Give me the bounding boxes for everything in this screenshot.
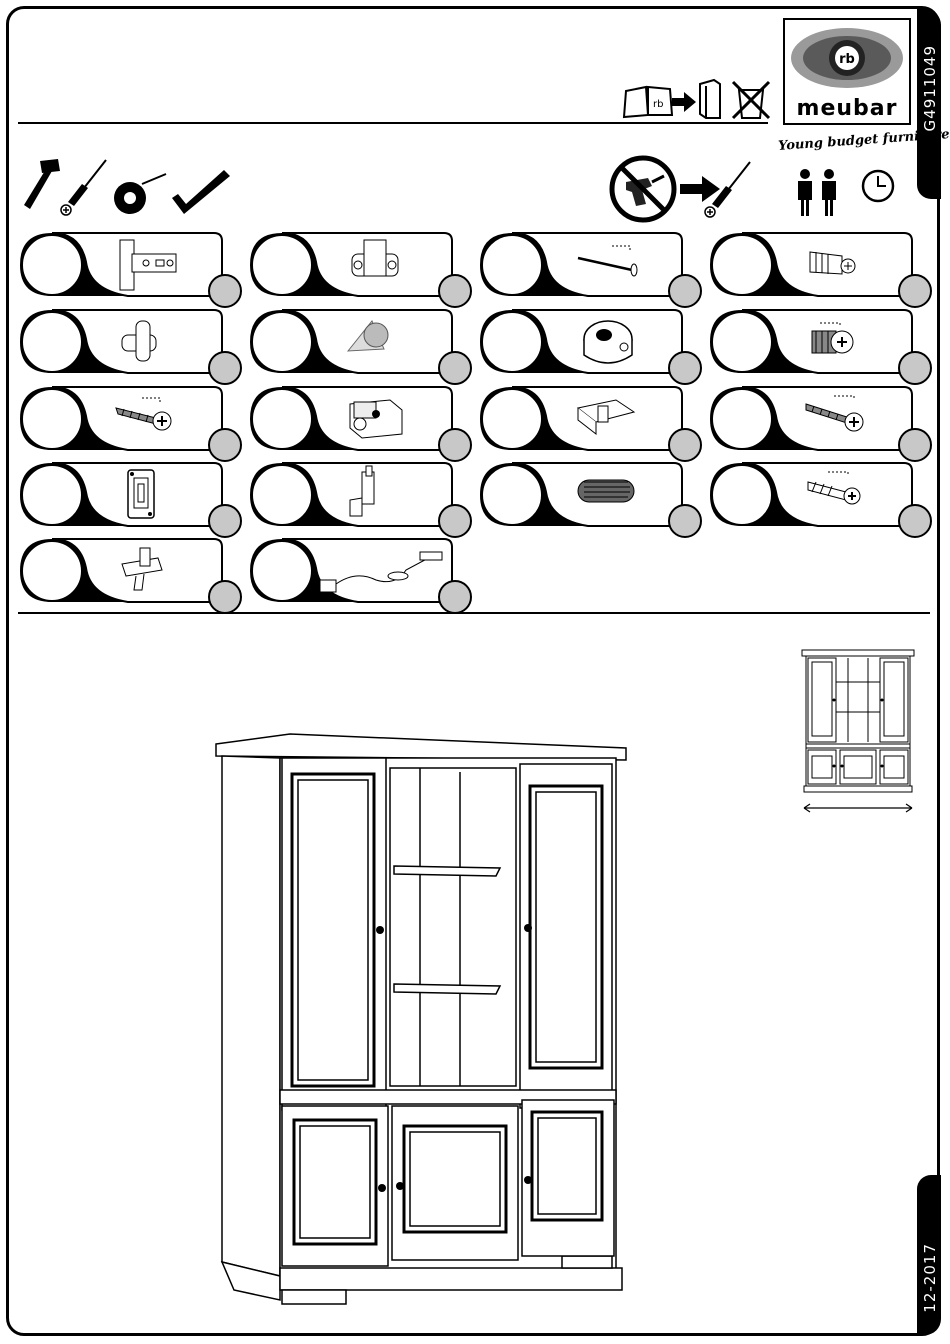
fitting-tile bbox=[248, 538, 454, 608]
quantity-badge bbox=[208, 428, 242, 462]
quantity-badge bbox=[668, 274, 702, 308]
manual-book-icon: rb bbox=[622, 85, 674, 119]
quantity-badge bbox=[668, 428, 702, 462]
quantity-badge bbox=[898, 274, 932, 308]
hanging-bracket-icon bbox=[572, 388, 644, 448]
led-light-kit-icon bbox=[316, 540, 446, 600]
binder-icon bbox=[698, 78, 722, 120]
quantity-badge bbox=[438, 580, 472, 614]
no-bin-icon bbox=[731, 80, 771, 120]
fitting-tile bbox=[18, 538, 224, 608]
fitting-tile bbox=[18, 309, 224, 379]
magnetic-catch-icon bbox=[112, 464, 184, 524]
fitting-tile bbox=[708, 386, 914, 456]
parts-rule bbox=[18, 612, 930, 614]
glass-shelf-clip-icon bbox=[112, 540, 184, 600]
fitting-tile bbox=[708, 309, 914, 379]
wooden-dowel-icon bbox=[572, 464, 644, 524]
brand-logo: rb meubar bbox=[783, 18, 911, 125]
plastic-anchor-icon bbox=[802, 234, 874, 294]
wood-screw-icon bbox=[112, 388, 184, 448]
document-code: G4911049 bbox=[921, 45, 939, 131]
hinge-plate-icon bbox=[342, 234, 414, 294]
no-power-drill-icon bbox=[608, 154, 678, 224]
cabinet-front-thumbnail bbox=[800, 648, 918, 818]
quantity-badge bbox=[668, 504, 702, 538]
nail-icon bbox=[572, 234, 644, 294]
cabinet-illustration bbox=[210, 728, 635, 1310]
wooden-dowel-connector-icon bbox=[112, 311, 184, 371]
quantity-badge bbox=[668, 351, 702, 385]
long-screw-icon bbox=[802, 388, 874, 448]
corner-block-icon bbox=[342, 388, 414, 448]
code-tab: G4911049 bbox=[917, 9, 941, 199]
fitting-tile bbox=[18, 232, 224, 302]
date-tab: 12-2017 bbox=[917, 1175, 941, 1335]
cup-hinge-icon bbox=[112, 234, 184, 294]
fitting-tile bbox=[708, 232, 914, 302]
quantity-badge bbox=[438, 504, 472, 538]
svg-text:rb: rb bbox=[653, 99, 663, 110]
fitting-tile bbox=[478, 386, 684, 456]
fitting-tile bbox=[708, 462, 914, 532]
cam-lock-icon bbox=[572, 311, 644, 371]
quantity-badge bbox=[438, 351, 472, 385]
logo-mark: rb bbox=[839, 52, 855, 67]
euro-screw-icon bbox=[802, 464, 874, 524]
fitting-tile bbox=[248, 232, 454, 302]
arrow-right-icon bbox=[672, 92, 696, 112]
quantity-badge bbox=[438, 274, 472, 308]
document-date: 12-2017 bbox=[921, 1243, 939, 1313]
screwdriver-icon bbox=[704, 160, 754, 220]
fitting-tile bbox=[248, 309, 454, 379]
square-ruler-icon bbox=[170, 168, 232, 218]
shelf-support-icon bbox=[342, 464, 414, 524]
quantity-badge bbox=[438, 428, 472, 462]
felt-pads-icon bbox=[342, 311, 414, 371]
quantity-badge bbox=[208, 351, 242, 385]
two-persons-icon bbox=[793, 168, 843, 218]
header-rule bbox=[18, 122, 768, 124]
screwdriver-icon bbox=[60, 158, 110, 218]
quantity-badge bbox=[208, 274, 242, 308]
quantity-badge bbox=[898, 351, 932, 385]
tape-measure-icon bbox=[110, 170, 170, 216]
quantity-badge bbox=[898, 504, 932, 538]
fitting-tile bbox=[478, 462, 684, 532]
brand-name: meubar bbox=[785, 96, 909, 121]
fitting-tile bbox=[478, 232, 684, 302]
quantity-badge bbox=[208, 580, 242, 614]
short-screw-icon bbox=[802, 311, 874, 371]
quantity-badge bbox=[898, 428, 932, 462]
fitting-tile bbox=[18, 386, 224, 456]
fitting-tile bbox=[248, 462, 454, 532]
fitting-tile bbox=[18, 462, 224, 532]
eye-logo-icon: rb bbox=[785, 20, 909, 100]
fitting-tile bbox=[248, 386, 454, 456]
quantity-badge bbox=[208, 504, 242, 538]
clock-icon bbox=[860, 168, 896, 204]
fitting-tile bbox=[478, 309, 684, 379]
